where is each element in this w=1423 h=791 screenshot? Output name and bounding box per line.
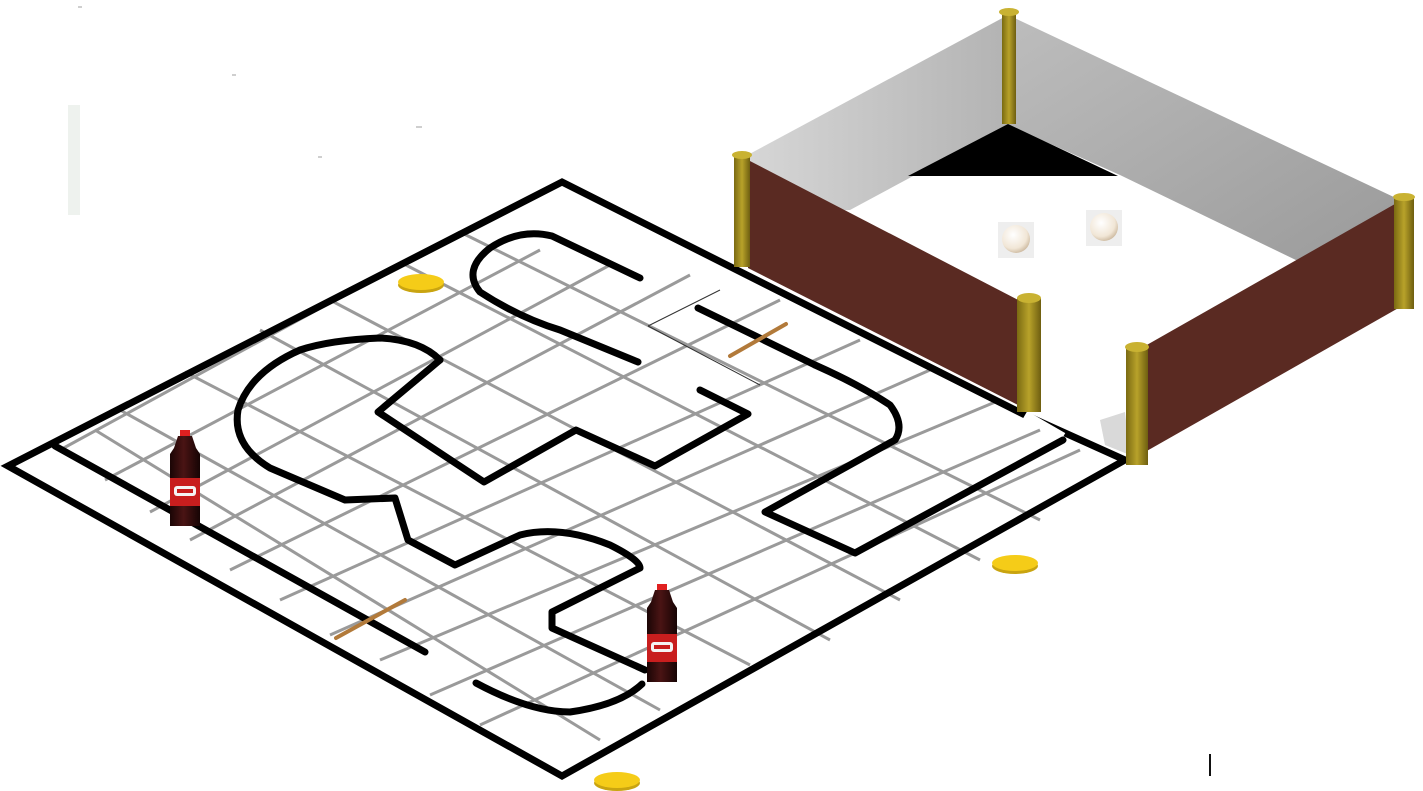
enclosure-post xyxy=(1393,193,1415,309)
enclosure-post xyxy=(1125,342,1149,465)
enclosure-post xyxy=(999,8,1019,124)
yellow-puck-icon xyxy=(398,274,444,293)
yellow-puck-icon xyxy=(594,772,640,791)
ball-icon xyxy=(998,222,1034,258)
enclosure-post xyxy=(732,151,752,267)
enclosure-post xyxy=(1017,293,1041,412)
yellow-puck-icon xyxy=(992,555,1038,574)
background-specks xyxy=(68,6,422,215)
ball-icon xyxy=(1086,210,1122,246)
text-cursor xyxy=(1209,754,1211,776)
